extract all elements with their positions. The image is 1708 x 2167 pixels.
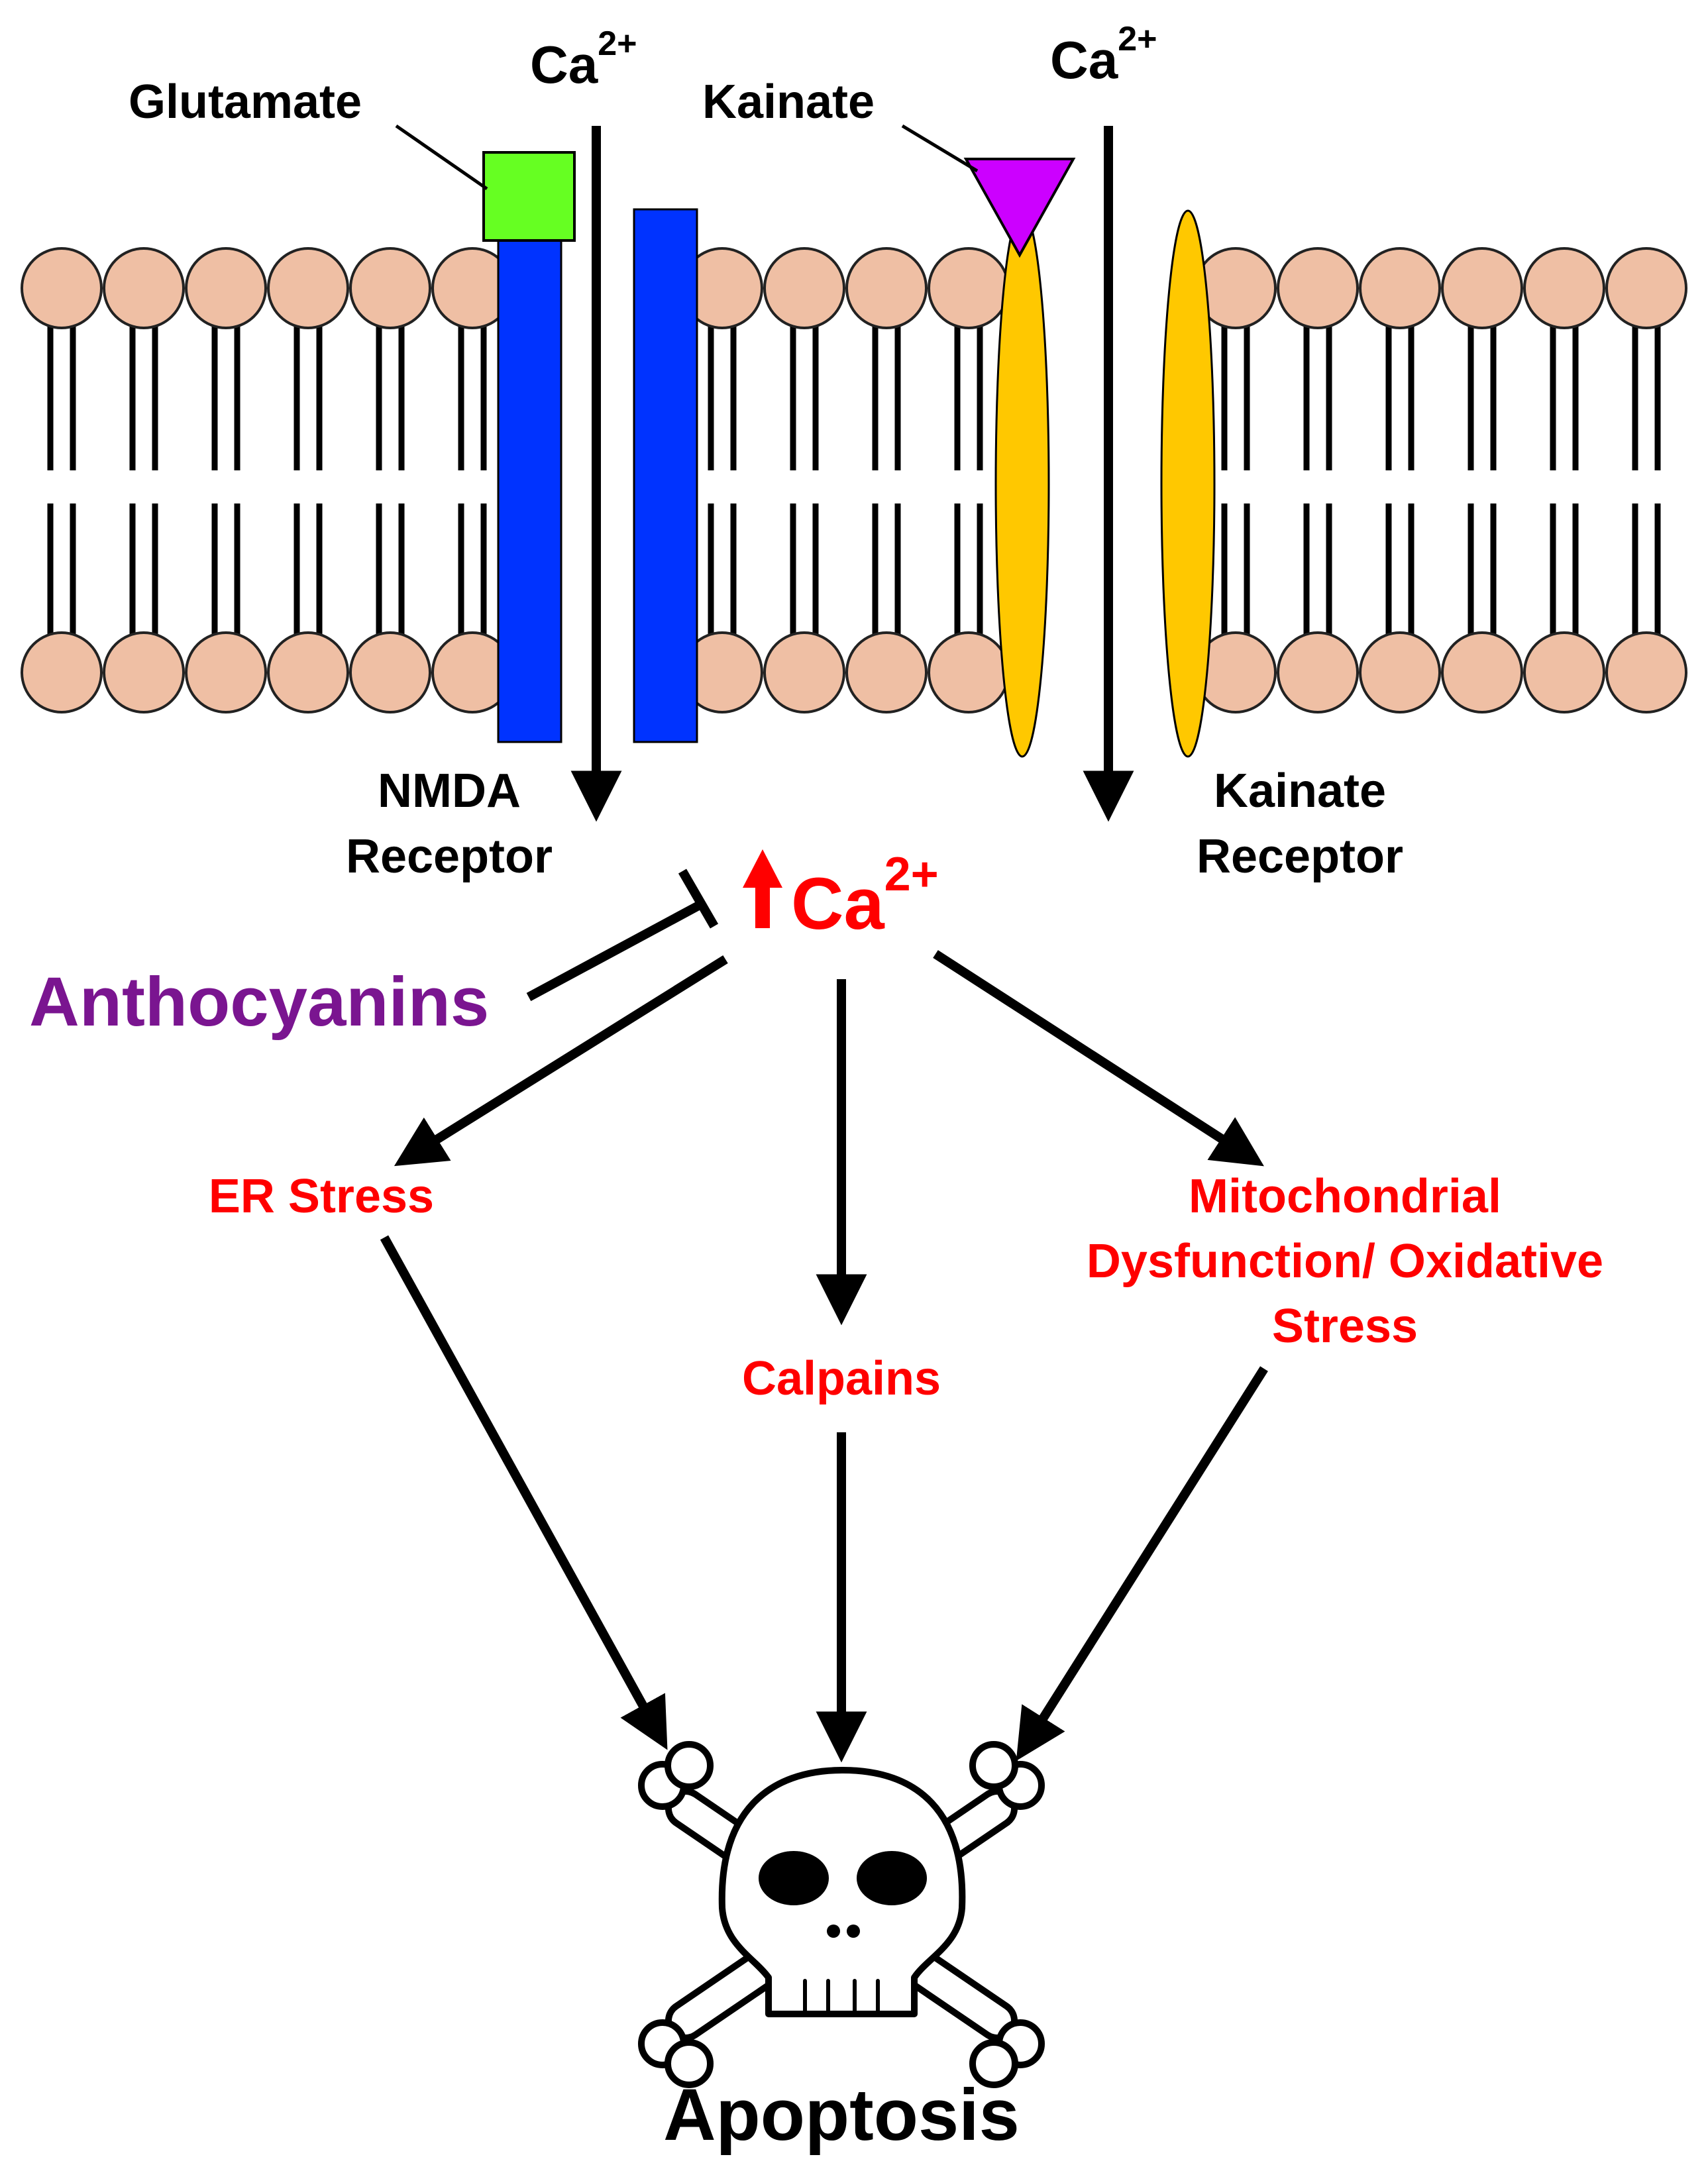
phospholipid-head <box>928 631 1010 714</box>
phospholipid-head <box>349 631 431 714</box>
nmda-receptor-label-line2: Receptor <box>346 830 553 883</box>
lipid-bilayer <box>21 247 1687 714</box>
kainate-ligand-label: Kainate <box>702 76 875 129</box>
phospholipid-head <box>763 631 845 714</box>
arrow-to-er-stress <box>394 955 728 1167</box>
kainate-leader-line <box>901 124 979 173</box>
mitochondria-to-apoptosis-arrow <box>1016 1366 1268 1762</box>
calpains-label: Calpains <box>742 1352 941 1405</box>
phospholipid-head <box>21 631 103 714</box>
up-arrow-icon <box>743 849 782 928</box>
phospholipid-head <box>1277 631 1359 714</box>
phospholipid-head <box>1359 247 1441 329</box>
phospholipid-head <box>267 247 349 329</box>
kainate-receptor-label-line2: Receptor <box>1197 830 1403 883</box>
phospholipid-head <box>185 631 267 714</box>
arrow-to-mitochondrial-dysfunction <box>933 950 1264 1167</box>
phospholipid-head <box>349 247 431 329</box>
phospholipid-head <box>267 631 349 714</box>
phospholipid-head <box>1277 247 1359 329</box>
glutamate-ligand <box>482 151 576 242</box>
phospholipid-head <box>1441 247 1523 329</box>
mitochondrial-label-line1: Mitochondrial <box>1189 1170 1501 1223</box>
phospholipid-head <box>21 247 103 329</box>
kainate-receptor-subunit-left <box>994 209 1050 758</box>
phospholipid-head <box>1605 247 1687 329</box>
glutamate-leader-line <box>395 124 488 191</box>
nmda-receptor <box>497 208 698 743</box>
phospholipid-head <box>1605 631 1687 714</box>
kainate-receptor <box>994 209 1216 758</box>
anthocyanins-label: Anthocyanins <box>29 963 489 1041</box>
nmda-receptor-subunit-right <box>633 208 698 743</box>
phospholipid-head <box>185 247 267 329</box>
phospholipid-head <box>103 631 185 714</box>
nmda-receptor-label-line1: NMDA <box>378 765 521 818</box>
kainate-receptor-subunit-right <box>1160 209 1216 758</box>
phospholipid-head <box>1359 631 1441 714</box>
inhibition-bar <box>678 869 719 929</box>
kainate-receptor-label-line1: Kainate <box>1214 765 1386 818</box>
phospholipid-head <box>1523 247 1605 329</box>
phospholipid-head <box>845 247 928 329</box>
nmda-receptor-subunit-left <box>497 232 562 743</box>
glutamate-label: Glutamate <box>129 76 362 129</box>
calcium-ion-label-left: Ca2+ <box>530 25 637 94</box>
increased-calcium-label: Ca2+ <box>791 848 939 945</box>
phospholipid-head <box>1523 631 1605 714</box>
er-stress-to-apoptosis-arrow <box>380 1235 668 1750</box>
phospholipid-head <box>1441 631 1523 714</box>
er-stress-label: ER Stress <box>209 1170 434 1223</box>
lipid-tails <box>47 315 1661 646</box>
anthocyanins-inhibition-line <box>526 900 704 1002</box>
mitochondrial-label-line2: Dysfunction/ Oxidative <box>1087 1235 1603 1288</box>
skull-and-crossbones-icon <box>638 1741 1045 2088</box>
phospholipid-heads <box>21 247 1687 714</box>
phospholipid-head <box>103 247 185 329</box>
phospholipid-head <box>845 631 928 714</box>
kainate-ligand <box>963 158 1076 258</box>
phospholipid-head <box>763 247 845 329</box>
phospholipid-head <box>928 247 1010 329</box>
apoptosis-label: Apoptosis <box>663 2074 1020 2156</box>
calcium-ion-label-right: Ca2+ <box>1050 20 1157 89</box>
mitochondrial-label-line3: Stress <box>1272 1300 1418 1353</box>
